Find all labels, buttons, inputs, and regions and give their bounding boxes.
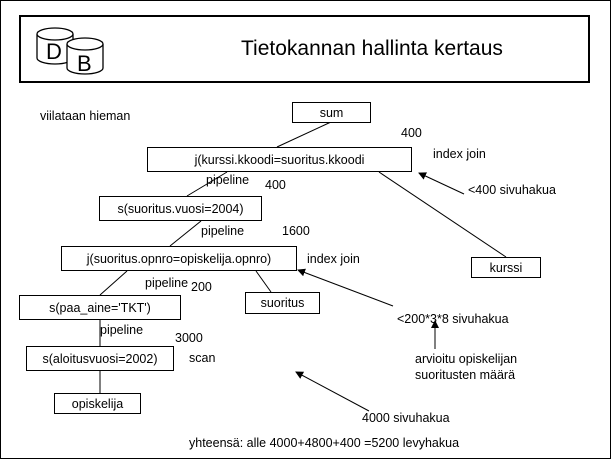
label-estimate-line2: suoritusten määrä [415, 368, 516, 382]
arrow-cost-400 [418, 172, 465, 195]
label-pipeline-2: pipeline [201, 224, 245, 238]
label-card-1600: 1600 [282, 224, 310, 238]
label-total: yhteensä: alle 4000+4800+400 =5200 levyh… [189, 436, 460, 450]
label-card-200: 200 [191, 280, 212, 294]
arrow-cost-4000 [295, 371, 370, 412]
label-scan: scan [189, 351, 216, 365]
slide-header: D B Tietokannan hallinta kertaus [19, 15, 590, 83]
edge-join-select-vuosi [186, 171, 228, 197]
node-join-kurssi: j(kurssi.kkoodi=suoritus.kkoodi [147, 147, 412, 172]
edge-join-kurssi [378, 171, 507, 258]
label-pipeline-1: pipeline [206, 173, 250, 187]
label-card-400-mid: 400 [265, 178, 286, 192]
arrow-cost-200 [297, 268, 394, 307]
edge-sum-join [276, 121, 332, 148]
label-cost-400: <400 sivuhakua [468, 183, 556, 197]
node-select-vuosi: s(suoritus.vuosi=2004) [99, 196, 262, 221]
logo-letter-d: D [46, 39, 62, 64]
label-cost-200: <200*3*8 sivuhakua [397, 312, 509, 326]
node-select-paa-aine: s(paa_aine='TKT') [19, 295, 181, 320]
label-cost-4000: 4000 sivuhakua [362, 411, 450, 425]
node-suoritus: suoritus [245, 292, 320, 314]
label-viilataan: viilataan hieman [40, 109, 131, 123]
logo-letter-b: B [77, 51, 92, 76]
edge-join2-suoritus [255, 270, 272, 293]
label-card-400-top: 400 [401, 126, 422, 140]
edge-select-vuosi-join2 [169, 220, 202, 247]
node-select-aloitusvuosi: s(aloitusvuosi=2002) [26, 346, 174, 371]
label-index-join-top: index join [433, 147, 486, 161]
label-pipeline-3: pipeline [145, 276, 189, 290]
node-kurssi: kurssi [471, 257, 541, 278]
node-join-opiskelija: j(suoritus.opnro=opiskelija.opnro) [61, 246, 297, 271]
edge-join2-select-paa [99, 270, 128, 296]
slide-title: Tietokannan hallinta kertaus [241, 37, 503, 60]
label-card-3000: 3000 [175, 331, 203, 345]
node-opiskelija: opiskelija [54, 393, 141, 414]
label-estimate-line1: arvioitu opiskelijan [415, 352, 518, 366]
label-index-join-mid: index join [307, 252, 360, 266]
label-pipeline-4: pipeline [100, 323, 144, 337]
node-sum: sum [292, 102, 371, 123]
database-logo-icon: D B [36, 27, 104, 76]
